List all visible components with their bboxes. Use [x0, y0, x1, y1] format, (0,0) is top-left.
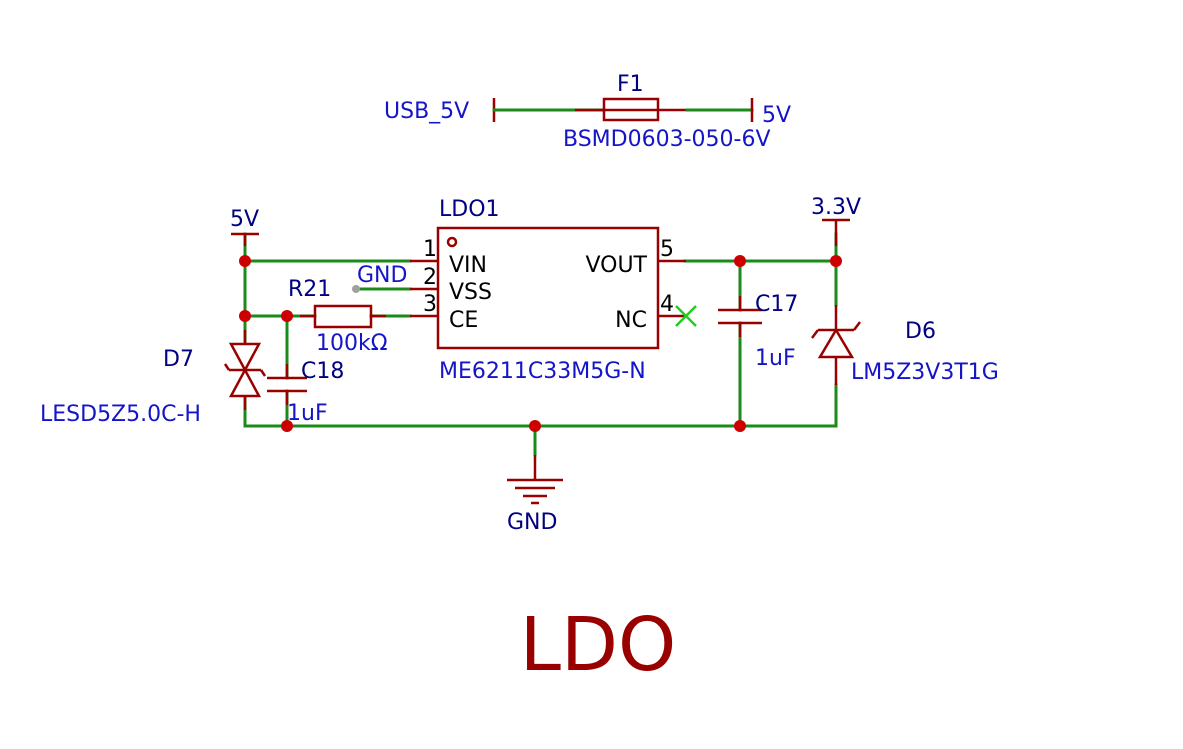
sheet-title: LDO: [520, 602, 676, 688]
ldo-ic[interactable]: [410, 226, 686, 350]
net-label-gnd: GND: [507, 510, 557, 535]
pin-name-vss: VSS: [449, 280, 492, 305]
no-connect-icon: [675, 305, 697, 327]
junction-dot: [734, 420, 746, 432]
junctions: [239, 255, 842, 432]
fuse-f1[interactable]: [492, 97, 754, 122]
pin-name-nc: NC: [615, 308, 647, 333]
net-label-5v: 5V: [230, 207, 259, 232]
c17-designator: C17: [755, 292, 798, 317]
fuse-designator: F1: [617, 72, 644, 97]
pin-number-2: 2: [423, 265, 437, 290]
power-port-5v[interactable]: [231, 232, 259, 246]
net-label-3v3: 3.3V: [811, 195, 861, 220]
pin-number-5: 5: [660, 237, 674, 262]
power-port-3v3[interactable]: [822, 218, 850, 246]
d7-designator: D7: [163, 347, 194, 372]
pin-number-4: 4: [660, 292, 674, 317]
tvs-diode-d7[interactable]: [223, 330, 267, 410]
pin-name-vin: VIN: [449, 253, 487, 278]
gnd-net-label-anchor: [352, 285, 360, 293]
junction-dot: [734, 255, 746, 267]
c17-value: 1uF: [755, 346, 796, 371]
zener-diode-d6[interactable]: [811, 305, 861, 385]
net-label-vss-gnd: GND: [357, 263, 407, 288]
d6-designator: D6: [905, 319, 936, 344]
c18-designator: C18: [301, 359, 344, 384]
capacitor-c17[interactable]: [718, 296, 762, 337]
r21-designator: R21: [288, 277, 331, 302]
pin-name-vout: VOUT: [585, 253, 647, 278]
pin-name-ce: CE: [449, 308, 478, 333]
ldo-value: ME6211C33M5G-N: [439, 359, 646, 384]
net-label-5v-fuse: 5V: [762, 103, 791, 128]
junction-dot: [830, 255, 842, 267]
pin1-marker-icon: [446, 236, 458, 248]
pin-number-3: 3: [423, 292, 437, 317]
r21-value: 100kΩ: [316, 331, 388, 356]
junction-dot: [239, 310, 251, 322]
d6-value: LM5Z3V3T1G: [851, 360, 999, 385]
ground-symbol[interactable]: [507, 455, 563, 505]
fuse-value: BSMD0603-050-6V: [563, 127, 771, 152]
junction-dot: [239, 255, 251, 267]
c18-value: 1uF: [287, 401, 328, 426]
junction-dot: [281, 310, 293, 322]
capacitor-c18[interactable]: [267, 364, 307, 405]
d7-value: LESD5Z5.0C-H: [40, 402, 201, 427]
resistor-r21[interactable]: [300, 304, 386, 329]
pin-number-1: 1: [423, 237, 437, 262]
junction-dot: [281, 420, 293, 432]
junction-dot: [529, 420, 541, 432]
net-label-usb-5v: USB_5V: [384, 99, 469, 124]
ldo-designator: LDO1: [439, 197, 500, 222]
